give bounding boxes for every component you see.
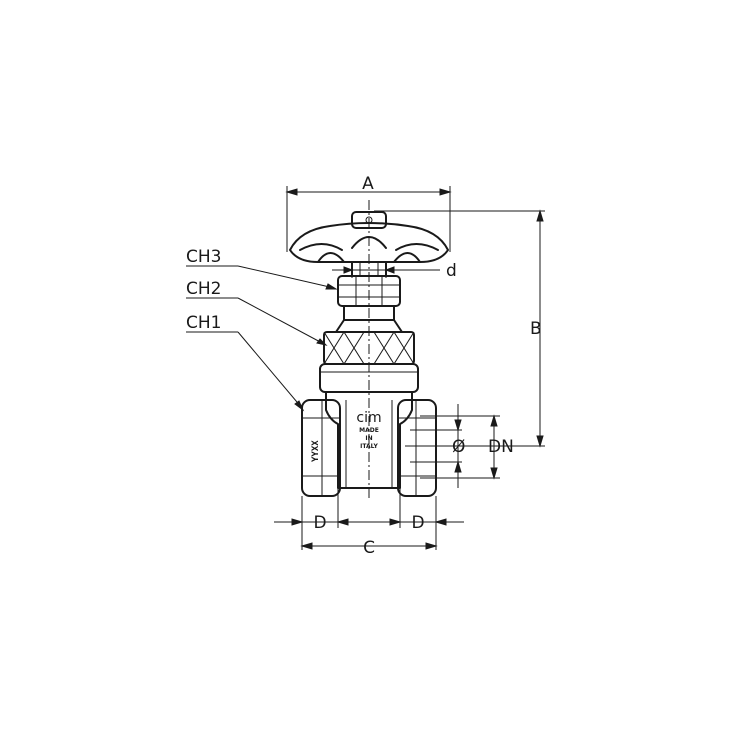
dim-a xyxy=(285,186,452,252)
leader-ch1 xyxy=(186,331,305,412)
side-code: YYXX xyxy=(311,440,321,462)
label-ch3: CH3 xyxy=(186,247,221,267)
label-d-left: D xyxy=(313,513,326,533)
dim-d xyxy=(274,488,464,550)
label-c: C xyxy=(363,538,375,558)
label-diameter: Ø xyxy=(452,437,465,457)
leader-ch2 xyxy=(186,297,328,346)
marking-italy: ITALY xyxy=(360,443,378,450)
dim-b xyxy=(374,209,545,448)
leader-ch3 xyxy=(186,265,338,290)
label-d-right: D xyxy=(411,513,424,533)
dim-c xyxy=(300,542,438,550)
dim-small-d xyxy=(332,266,440,278)
valve-body xyxy=(301,391,437,497)
label-a: A xyxy=(362,174,374,194)
label-small-d: d xyxy=(446,261,457,281)
label-ch2: CH2 xyxy=(186,279,221,299)
handwheel xyxy=(289,211,449,263)
label-ch1: CH1 xyxy=(186,313,221,333)
label-b: B xyxy=(530,319,542,339)
dim-dn xyxy=(420,414,500,480)
dim-diameter xyxy=(410,404,462,488)
label-dn: DN xyxy=(488,437,514,457)
